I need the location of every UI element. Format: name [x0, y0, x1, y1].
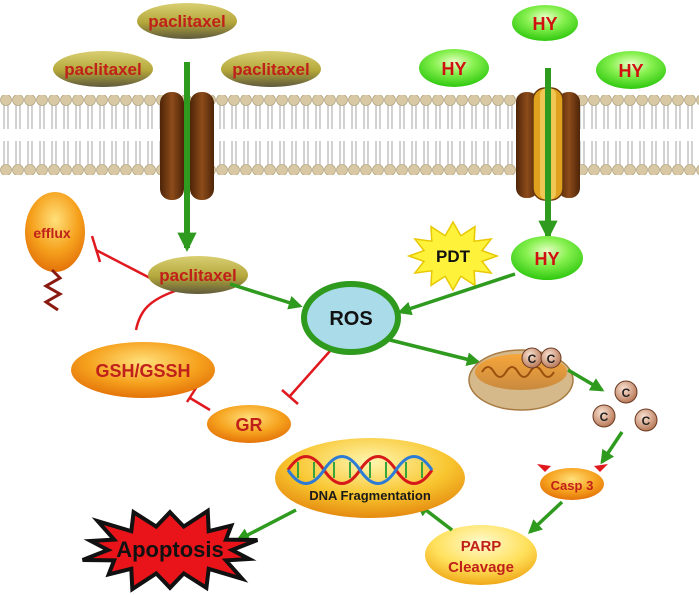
cytochrome-c-on-mito-1: C	[521, 347, 543, 369]
svg-text:C: C	[622, 386, 631, 400]
dna-helix-icon	[286, 455, 434, 485]
dna-to-apoptosis-arrow	[235, 508, 297, 542]
svg-text:paclitaxel: paclitaxel	[148, 12, 226, 31]
cytochrome-c-2: C	[592, 404, 616, 428]
hy-right: HY	[596, 51, 666, 89]
svg-text:PDT: PDT	[436, 247, 471, 266]
svg-text:PARP: PARP	[461, 538, 502, 555]
svg-text:C: C	[600, 410, 609, 424]
svg-text:HY: HY	[441, 59, 466, 79]
apoptosis-burst: Apoptosis	[81, 507, 259, 593]
svg-text:HY: HY	[532, 14, 557, 34]
dna-fragmentation: DNA Fragmentation	[275, 438, 465, 518]
svg-text:DNA Fragmentation: DNA Fragmentation	[309, 488, 431, 503]
svg-text:paclitaxel: paclitaxel	[232, 60, 310, 79]
paclitaxel-left: paclitaxel	[53, 51, 153, 87]
cytochrome-c-1: C	[614, 380, 638, 404]
cytochrome-c-3: C	[634, 408, 658, 432]
hy-inside: HY	[511, 236, 583, 280]
hy-left: HY	[419, 49, 489, 87]
svg-text:paclitaxel: paclitaxel	[159, 266, 237, 285]
ros-node: ROS	[301, 281, 401, 355]
svg-text:Casp 3: Casp 3	[551, 478, 594, 493]
paclitaxel-top: paclitaxel	[137, 3, 237, 39]
paclitaxel-channel	[160, 92, 214, 200]
svg-text:C: C	[528, 352, 537, 366]
svg-text:C: C	[547, 352, 556, 366]
gsh-gssh: GSH/GSSH	[71, 342, 215, 398]
c-to-casp3-arrow	[600, 431, 624, 465]
svg-text:C: C	[642, 414, 651, 428]
svg-text:GSH/GSSH: GSH/GSSH	[95, 361, 190, 381]
svg-text:HY: HY	[534, 249, 559, 269]
mito-to-c-arrow	[567, 368, 605, 392]
cell-membrane	[0, 95, 699, 175]
cytochrome-c-on-mito-2: C	[540, 347, 562, 369]
hy-top: HY	[512, 5, 578, 41]
svg-text:Apoptosis: Apoptosis	[116, 537, 224, 562]
svg-text:ROS: ROS	[329, 308, 372, 330]
gr-enzyme: GR	[207, 405, 291, 443]
svg-text:Cleavage: Cleavage	[448, 559, 514, 576]
efflux-pump: efflux	[25, 192, 85, 312]
casp3: Casp 3	[537, 464, 608, 500]
svg-text:efflux: efflux	[33, 225, 71, 241]
paclitaxel-inside: paclitaxel	[148, 256, 248, 294]
svg-text:paclitaxel: paclitaxel	[64, 60, 142, 79]
pdt-burst: PDT	[406, 220, 500, 292]
svg-text:GR: GR	[236, 415, 263, 435]
svg-text:HY: HY	[618, 61, 643, 81]
casp3-to-parp-arrow	[527, 500, 564, 534]
parp-cleavage: PARP Cleavage	[425, 525, 537, 585]
ros-arrows	[229, 272, 516, 367]
paclitaxel-right: paclitaxel	[221, 51, 321, 87]
